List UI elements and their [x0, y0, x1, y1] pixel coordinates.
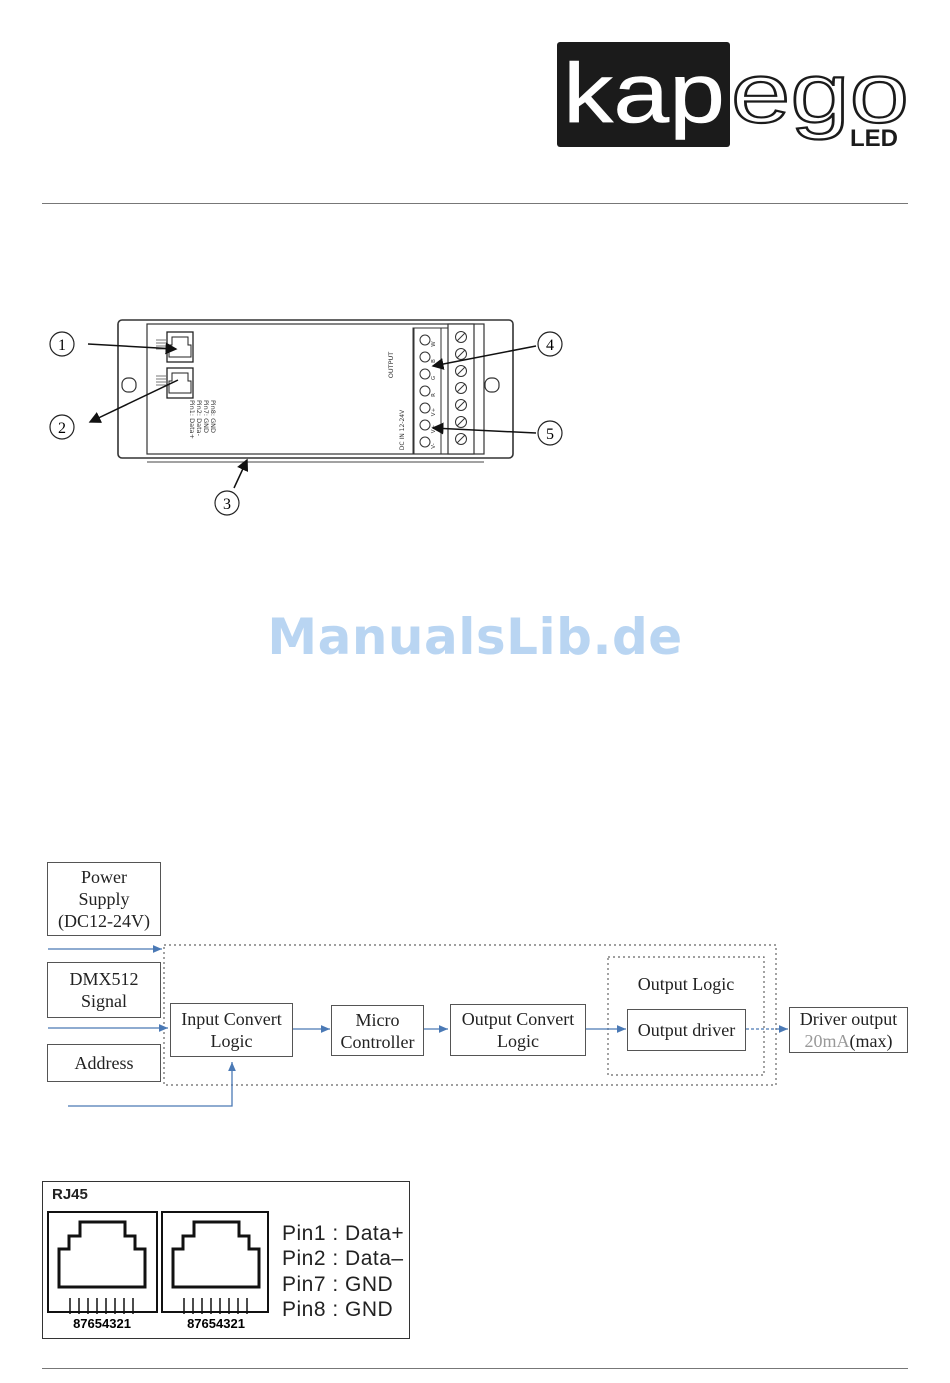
logo-brand-part1: kap	[563, 46, 725, 140]
bottom-rule	[42, 1368, 908, 1369]
driver-output-max: (max)	[849, 1031, 893, 1051]
dcin-label: DC IN 12-24V	[399, 409, 406, 450]
logo-brand-part2: ego	[731, 46, 909, 140]
output-convert-line1: Output Convert	[461, 1009, 575, 1029]
output-label: OUTPUT	[387, 352, 395, 379]
micro-controller-line2: Controller	[340, 1031, 415, 1052]
output-driver-box: Output driver	[627, 1009, 746, 1051]
top-rule	[42, 203, 908, 204]
mount-slot-left	[121, 377, 137, 393]
rj45-left-pin-numbers: 87654321	[73, 1316, 131, 1331]
callout-5	[537, 420, 563, 446]
rj45-pinout-panel	[42, 1181, 410, 1339]
output-convert-box: Output Convert Logic	[450, 1004, 586, 1056]
pin-text-2: Pin2: Data-	[195, 400, 203, 437]
term-label-3: G	[431, 376, 437, 380]
kapego-logo: kap ego LED	[563, 45, 910, 152]
driver-output-current: 20mA	[804, 1031, 850, 1051]
driver-output-line1: Driver output	[799, 1009, 898, 1029]
input-convert-line2: Logic	[210, 1031, 253, 1051]
driver-output-box: Driver output 20mA(max)	[789, 1007, 908, 1053]
term-label-7: V-	[431, 443, 437, 448]
pin-text-3: Pin7: GND	[202, 400, 210, 433]
output-convert-line2: Logic	[497, 1031, 539, 1051]
callout-3	[214, 490, 240, 516]
rj45-pin-8: Pin8 : GND	[282, 1298, 394, 1321]
rj45-title: RJ45	[52, 1186, 88, 1203]
term-label-5: V+	[431, 407, 437, 416]
power-supply-line2: Supply	[78, 889, 130, 909]
address-box: Address	[47, 1044, 161, 1082]
rj45-connector-left: 87654321	[47, 1211, 158, 1331]
input-convert-box: Input Convert Logic	[170, 1003, 293, 1057]
mount-slot-right	[484, 377, 500, 393]
callout-1	[49, 331, 75, 357]
device-diagram: Pin1: Data+ Pin2: Data- Pin7: GND Pin8: …	[49, 319, 563, 516]
rj45-pin-2: Pin2 : Data–	[282, 1247, 404, 1270]
driver-output-line2: 20mA(max)	[805, 1030, 893, 1052]
callout-3-label: 3	[223, 496, 231, 513]
device-cover	[146, 323, 485, 455]
logo-dark-panel	[557, 42, 730, 147]
callout-4-label: 4	[546, 337, 554, 354]
address-label: Address	[74, 1053, 134, 1073]
rj45-pin-1: Pin1 : Data+	[282, 1222, 405, 1245]
callout-2-label: 2	[58, 420, 66, 437]
term-label-4: R	[431, 393, 437, 397]
block-diagram-connectors	[48, 944, 788, 1107]
outer-dotted-frame	[163, 944, 777, 1086]
rj45-right-pin-numbers: 87654321	[187, 1316, 245, 1331]
callout-4	[537, 331, 563, 357]
callout-2	[49, 414, 75, 440]
output-logic-title: Output Logic	[637, 974, 735, 994]
callout-5-label: 5	[546, 426, 554, 443]
output-driver-label: Output driver	[637, 1020, 736, 1040]
term-label-1: W	[431, 341, 437, 347]
dmx-signal-line2: Signal	[80, 991, 127, 1011]
power-supply-line3: (DC12-24V)	[58, 911, 150, 931]
power-supply-line1: Power	[81, 867, 127, 887]
dmx-signal-line1: DMX512	[69, 969, 139, 989]
watermark: ManualsLib.de	[267, 608, 683, 666]
callout-1-label: 1	[58, 337, 66, 354]
dmx-signal-box: DMX512 Signal	[47, 962, 161, 1018]
term-label-2: B	[431, 359, 437, 363]
micro-controller-box: Micro Controller	[331, 1005, 424, 1056]
power-supply-box: Power Supply (DC12-24V)	[47, 862, 161, 936]
pin-text-1: Pin1: Data+	[188, 400, 196, 439]
output-logic-frame	[607, 956, 765, 1076]
rj45-connector-right: 87654321	[161, 1211, 269, 1331]
input-convert-line1: Input Convert	[181, 1009, 282, 1029]
pin-text-4: Pin8: GND	[209, 400, 217, 433]
rj45-pin-7: Pin7 : GND	[282, 1273, 394, 1296]
logo-sub: LED	[850, 125, 898, 152]
rj45-connectors: 87654321 87654321	[47, 1211, 269, 1331]
micro-controller-line1: Micro	[355, 1009, 400, 1030]
